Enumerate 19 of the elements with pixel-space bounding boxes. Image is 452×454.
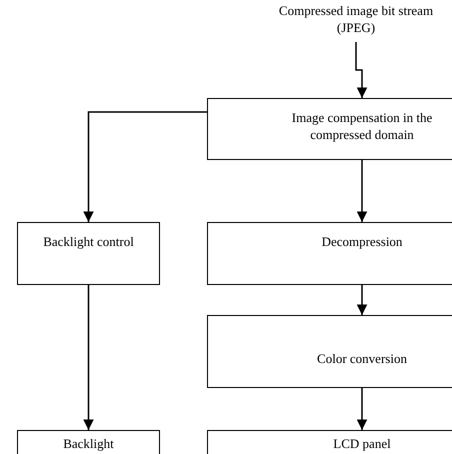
arrow xyxy=(355,42,368,98)
process-box xyxy=(207,315,452,388)
box-label: Decompression xyxy=(322,233,402,250)
process-box xyxy=(207,222,452,285)
process-box xyxy=(17,222,160,285)
box-label: Backlight control xyxy=(43,233,134,250)
box-label: Image compensation in the compressed domain xyxy=(290,109,434,143)
stream-label: Compressed image bit stream (JPEG) xyxy=(278,2,434,36)
arrow xyxy=(356,388,368,430)
process-box xyxy=(207,430,452,454)
box-label: Backlight xyxy=(63,435,114,452)
box-label: Color conversion xyxy=(317,350,407,367)
arrow xyxy=(356,285,368,315)
arrow xyxy=(83,285,94,430)
process-box xyxy=(207,98,452,160)
process-box xyxy=(17,430,160,454)
arrow xyxy=(83,111,207,222)
arrow xyxy=(356,160,368,222)
box-label: LCD panel xyxy=(333,435,391,452)
